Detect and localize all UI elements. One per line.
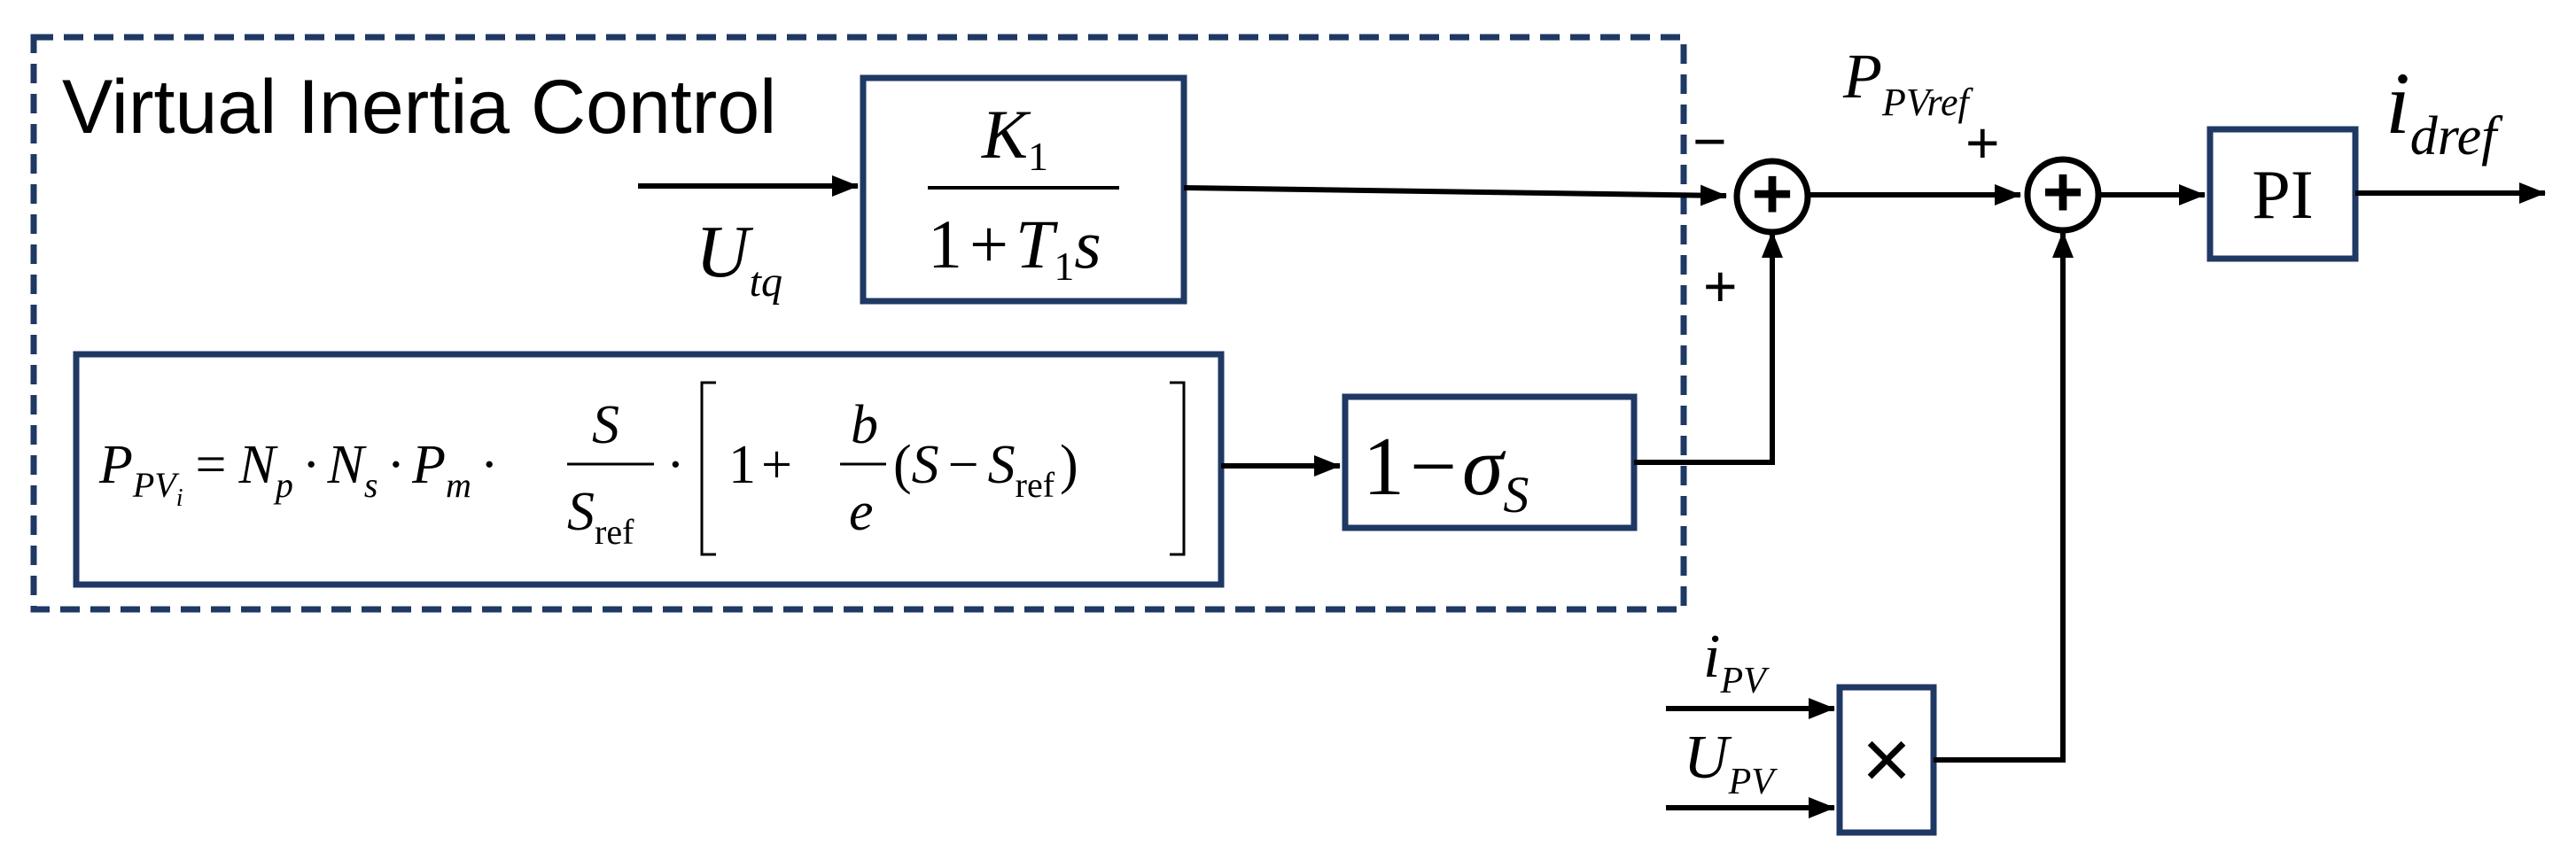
upv-label: UPV	[1684, 724, 1778, 802]
sum1-plus-sign: +	[1703, 253, 1738, 319]
sum1-minus-sign: −	[1693, 108, 1727, 174]
svg-text:·: ·	[666, 435, 685, 495]
sum2-plus-sign: +	[1965, 110, 2000, 175]
ipv-label: iPV	[1703, 623, 1770, 701]
lowpass-denominator: 1+T1s	[928, 205, 1101, 289]
lowpass-to-sum1-arrow	[1183, 184, 1727, 206]
pi-label: PI	[2252, 156, 2313, 233]
idref-label: idref	[2385, 54, 2503, 167]
svg-text:+: +	[1752, 154, 1794, 233]
sigma-to-sum1-arrow	[1634, 231, 1783, 465]
region-title: Virtual Inertia Control	[62, 65, 776, 150]
svg-text:S: S	[592, 395, 619, 455]
svg-text:+: +	[2043, 152, 2084, 231]
pv-formula-block	[73, 351, 1225, 588]
sigma-label: 1−σS	[1363, 421, 1529, 523]
virtual-inertia-region	[30, 34, 1687, 613]
lowpass-numerator: K1	[981, 96, 1048, 179]
svg-text:PPVi=Np·Ns·Pm·: PPVi=Np·Ns·Pm·	[98, 435, 499, 512]
svg-text:e: e	[849, 482, 874, 542]
pi-block	[2206, 126, 2359, 262]
svg-text:1+: 1+	[728, 435, 792, 495]
multiply-glyph: ×	[1862, 712, 1911, 807]
pv-formula: PPVi=Np·Ns·Pm· S Sref · 1+ b e (S−Sref)	[98, 381, 1186, 556]
sum-junction-2: +	[2024, 152, 2102, 234]
sum-junction-1: +	[1733, 154, 1811, 236]
ppvref-label: PPVref	[1842, 41, 1973, 124]
svg-text:(S−Sref): (S−Sref)	[893, 435, 1078, 505]
multiply-to-sum2-arrow	[1934, 231, 2074, 763]
svg-text:Sref: Sref	[567, 482, 634, 552]
utq-label: Utq	[696, 211, 782, 306]
svg-text:b: b	[851, 395, 878, 455]
